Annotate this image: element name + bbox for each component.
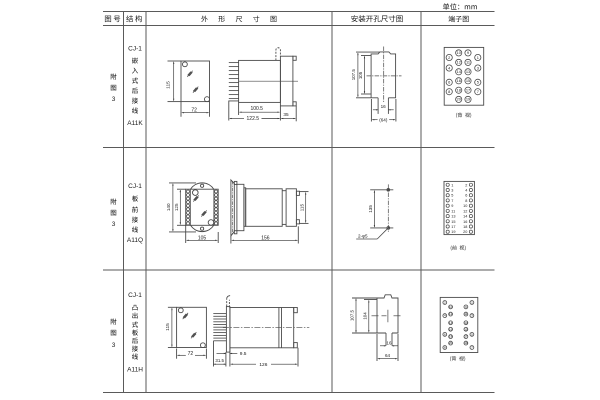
svg-text:122.5: 122.5 [247, 116, 260, 122]
svg-text:1: 1 [451, 183, 453, 187]
svg-text:156: 156 [261, 235, 270, 241]
svg-text:115: 115 [165, 323, 171, 331]
svg-text:17: 17 [451, 225, 455, 229]
svg-text:10: 10 [463, 204, 467, 208]
svg-text:11: 11 [451, 209, 455, 213]
svg-text:135: 135 [368, 205, 373, 213]
svg-text:6: 6 [465, 194, 467, 198]
svg-text:17: 17 [464, 335, 468, 339]
svg-text:6: 6 [444, 333, 446, 337]
svg-text:3: 3 [477, 65, 479, 70]
svg-text:7: 7 [451, 199, 453, 203]
svg-text:19: 19 [451, 230, 455, 234]
svg-text:20: 20 [449, 341, 453, 345]
svg-text:104: 104 [362, 312, 367, 320]
svg-text:9: 9 [451, 204, 453, 208]
svg-text:16: 16 [449, 327, 453, 331]
svg-text:64: 64 [385, 353, 391, 358]
svg-text:126: 126 [259, 362, 267, 368]
svg-text:12: 12 [457, 60, 461, 65]
svg-text:13: 13 [466, 69, 470, 74]
svg-text:107.5: 107.5 [349, 309, 354, 321]
svg-text:14: 14 [449, 321, 453, 325]
svg-text:16: 16 [387, 341, 392, 346]
svg-text:115: 115 [166, 81, 172, 89]
svg-text:4: 4 [465, 189, 467, 193]
svg-text:9: 9 [467, 50, 469, 55]
svg-text:8: 8 [444, 346, 446, 350]
svg-text:5: 5 [477, 80, 479, 85]
svg-text:CJ-1: CJ-1 [128, 292, 142, 299]
svg-text:15: 15 [464, 327, 468, 331]
svg-text:14: 14 [463, 215, 467, 219]
svg-text:14: 14 [457, 69, 462, 74]
svg-text:A11K: A11K [127, 120, 143, 127]
svg-text:125: 125 [174, 203, 179, 211]
svg-text:20: 20 [463, 230, 467, 234]
svg-text:CJ-1: CJ-1 [128, 45, 142, 52]
svg-text:12: 12 [463, 209, 467, 213]
svg-text:18: 18 [457, 88, 461, 93]
svg-text:140: 140 [166, 203, 171, 211]
svg-text:6: 6 [448, 80, 450, 85]
svg-text:5: 5 [471, 333, 473, 337]
svg-text:13: 13 [451, 215, 455, 219]
svg-text:5: 5 [451, 194, 453, 198]
svg-text:3: 3 [112, 221, 116, 228]
svg-text:15: 15 [451, 220, 455, 224]
svg-text:17: 17 [466, 88, 470, 93]
svg-text:12: 12 [449, 312, 453, 316]
svg-text:A11Q: A11Q [127, 237, 143, 244]
svg-text:3: 3 [112, 96, 116, 103]
svg-text:7: 7 [477, 89, 479, 94]
svg-text:3: 3 [451, 189, 453, 193]
svg-text:3: 3 [471, 314, 473, 318]
svg-text:16: 16 [463, 220, 467, 224]
svg-text:3: 3 [112, 342, 116, 349]
svg-text:11: 11 [464, 312, 467, 316]
svg-text:20: 20 [457, 97, 462, 102]
svg-text:2: 2 [444, 301, 446, 305]
svg-text:15: 15 [466, 78, 470, 83]
svg-text:1: 1 [477, 55, 479, 60]
svg-text:8: 8 [465, 199, 467, 203]
svg-text:72: 72 [188, 351, 194, 357]
svg-text:13: 13 [464, 321, 468, 325]
svg-text:(64): (64) [379, 118, 388, 123]
svg-text:2-φ5: 2-φ5 [358, 233, 368, 238]
svg-text:19: 19 [466, 97, 470, 102]
svg-text:10: 10 [449, 305, 453, 309]
svg-text:100.5: 100.5 [250, 106, 263, 112]
svg-text:7: 7 [471, 346, 473, 350]
svg-text:16: 16 [457, 78, 461, 83]
svg-text:31.5: 31.5 [215, 358, 224, 363]
svg-text:2: 2 [465, 183, 467, 187]
svg-text:115: 115 [300, 203, 305, 211]
svg-text:72: 72 [191, 107, 197, 113]
svg-text:CJ-1: CJ-1 [128, 183, 142, 190]
svg-text:A11H: A11H [127, 366, 143, 373]
svg-text:107.5: 107.5 [351, 69, 356, 81]
svg-text:9.5: 9.5 [240, 351, 247, 357]
svg-text:4: 4 [444, 314, 446, 318]
svg-text:105: 105 [358, 71, 363, 79]
svg-text:4: 4 [448, 65, 451, 70]
svg-text:16: 16 [381, 104, 387, 109]
svg-text:1: 1 [471, 301, 473, 305]
svg-text:18: 18 [449, 335, 453, 339]
svg-text:10: 10 [457, 50, 462, 55]
svg-text:19: 19 [464, 341, 468, 345]
svg-text:8: 8 [448, 89, 450, 94]
svg-text:18: 18 [463, 225, 467, 229]
svg-text:9: 9 [465, 305, 467, 309]
svg-text:35: 35 [283, 112, 289, 117]
svg-text:2: 2 [448, 55, 450, 60]
svg-text:105: 105 [198, 235, 207, 241]
svg-text:11: 11 [466, 60, 470, 65]
